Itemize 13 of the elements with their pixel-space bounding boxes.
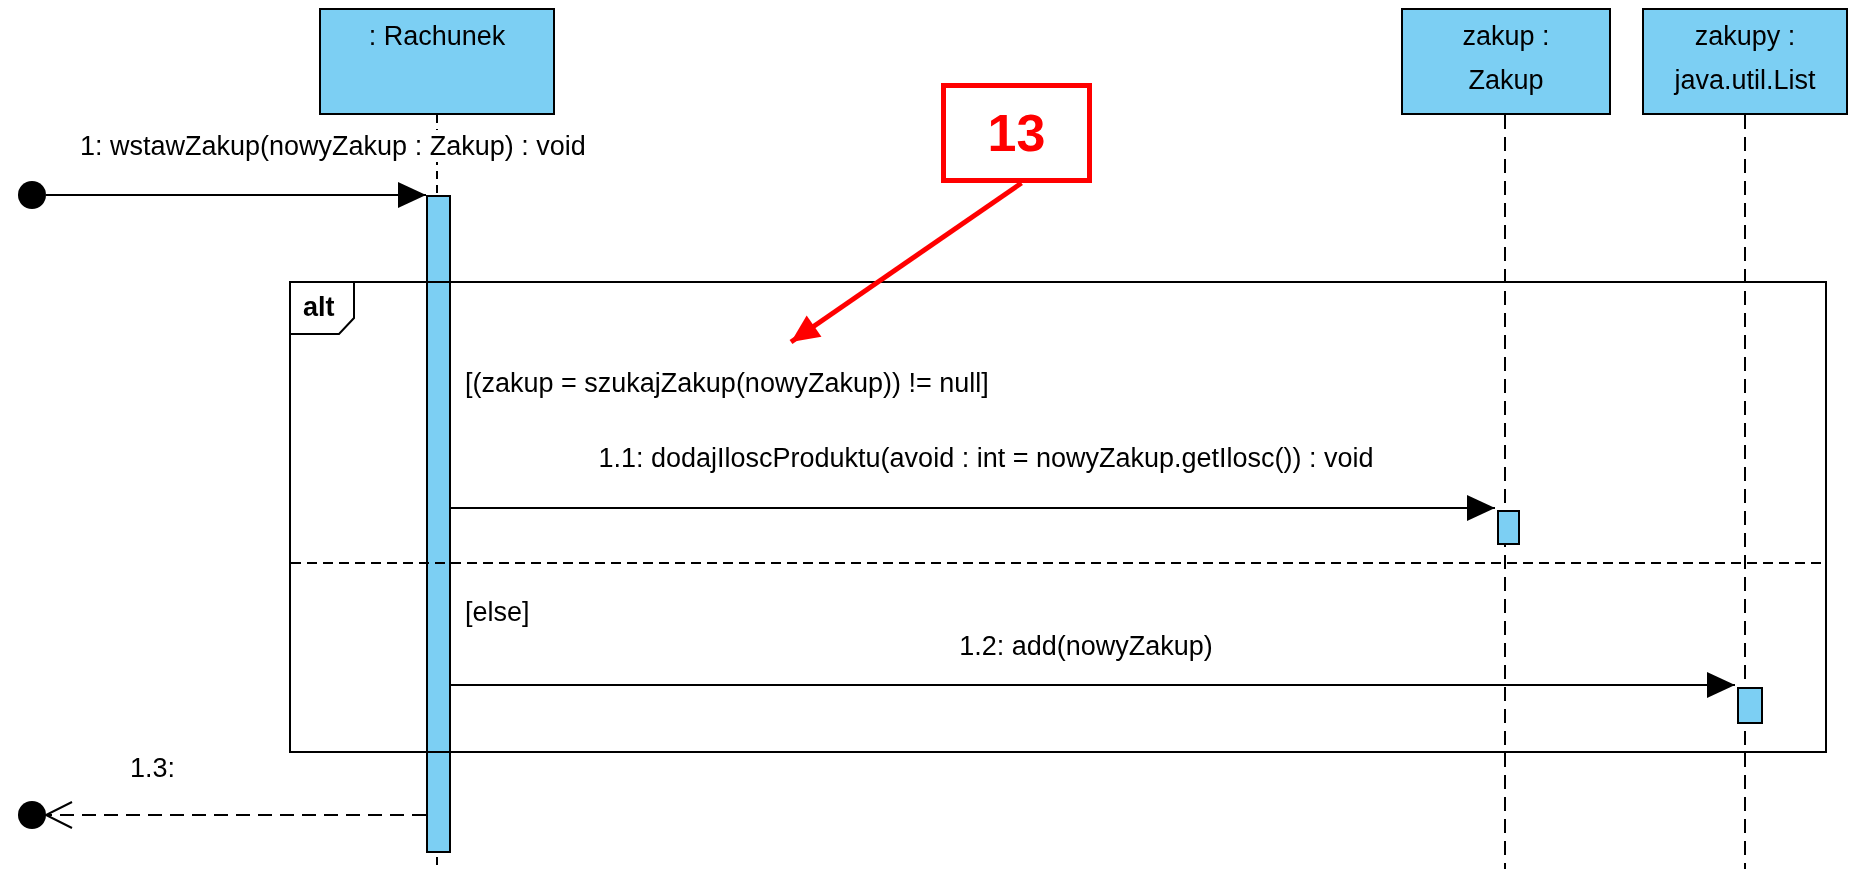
activation-bar <box>426 195 451 853</box>
lifeline-head: : Rachunek <box>319 8 555 115</box>
message-arrow <box>45 182 427 208</box>
return-arrow <box>45 801 427 829</box>
lifeline-head: zakup : Zakup <box>1401 8 1611 115</box>
activation-bar <box>1737 687 1763 724</box>
leader-arrow <box>789 180 1023 345</box>
lifeline-head: zakupy : java.util.List <box>1642 8 1848 115</box>
message-arrow <box>450 672 1736 698</box>
message-arrow <box>450 495 1496 521</box>
activation-bar <box>1497 510 1520 545</box>
edge-label: 1: wstawZakup(nowyZakup : Zakup) : void <box>80 130 586 162</box>
callout-number: 13 <box>941 83 1092 183</box>
